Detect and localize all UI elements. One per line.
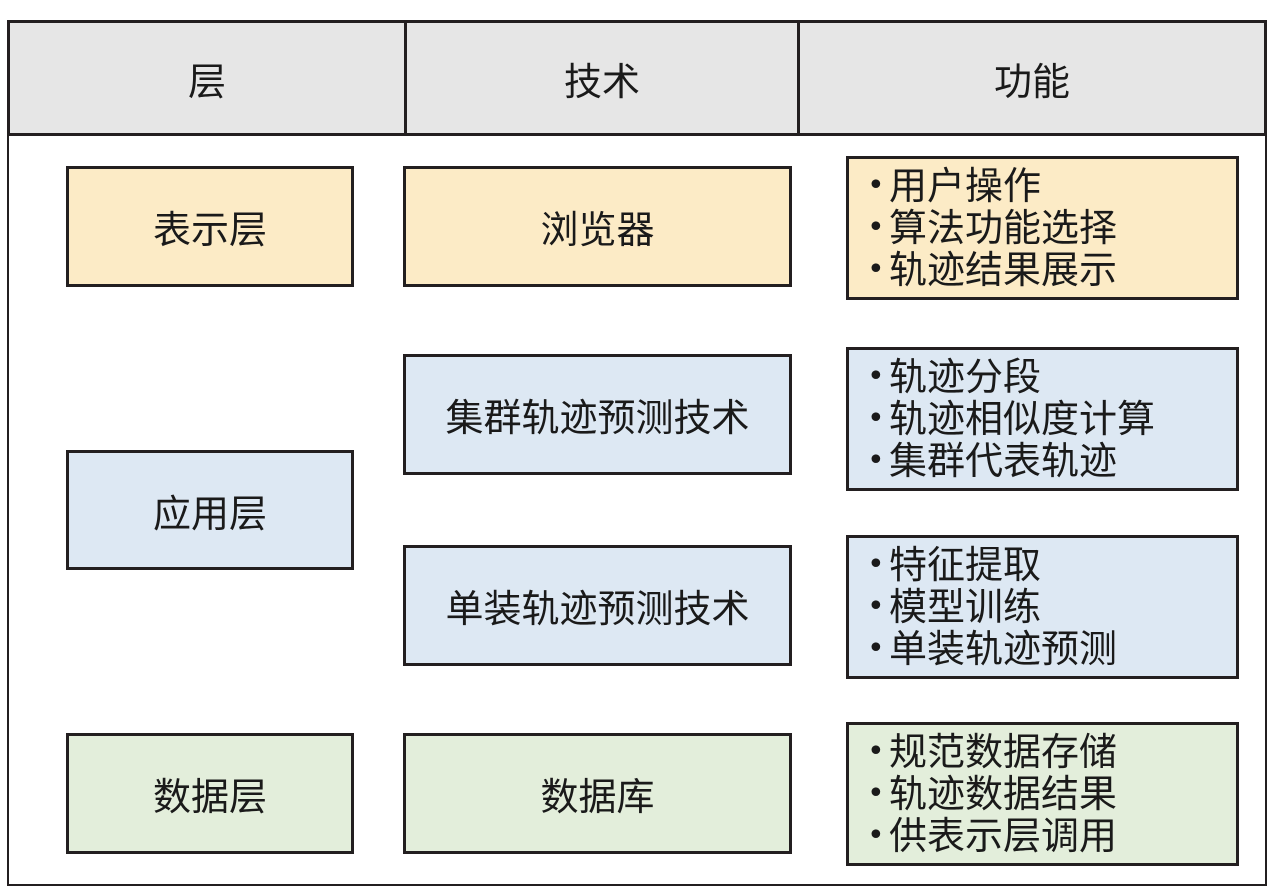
func-item: 用户操作 — [867, 165, 1236, 207]
func-presentation: 用户操作 算法功能选择 轨迹结果展示 — [846, 156, 1239, 300]
func-item: 单装轨迹预测 — [867, 628, 1236, 670]
header-row: 层 技术 功能 — [7, 20, 1267, 136]
func-item: 轨迹数据结果 — [867, 773, 1236, 815]
layer-data: 数据层 — [66, 733, 354, 854]
func-item: 集群代表轨迹 — [867, 440, 1236, 482]
func-data: 规范数据存储 轨迹数据结果 供表示层调用 — [846, 722, 1239, 866]
func-item: 轨迹相似度计算 — [867, 398, 1236, 440]
func-item: 供表示层调用 — [867, 815, 1236, 857]
header-function: 功能 — [797, 23, 1264, 133]
header-layer: 层 — [187, 59, 226, 104]
func-item: 模型训练 — [867, 586, 1236, 628]
layer-application: 应用层 — [66, 450, 354, 570]
func-cluster: 轨迹分段 轨迹相似度计算 集群代表轨迹 — [846, 347, 1239, 491]
tech-cluster-trajectory: 集群轨迹预测技术 — [403, 354, 792, 475]
header-technology: 技术 — [404, 23, 797, 133]
tech-single-trajectory: 单装轨迹预测技术 — [403, 545, 792, 666]
func-item: 算法功能选择 — [867, 207, 1236, 249]
func-item: 特征提取 — [867, 544, 1236, 586]
func-single: 特征提取 模型训练 单装轨迹预测 — [846, 535, 1239, 679]
tech-browser: 浏览器 — [403, 166, 792, 287]
func-item: 轨迹分段 — [867, 356, 1236, 398]
tech-database: 数据库 — [403, 733, 792, 854]
layer-presentation: 表示层 — [66, 166, 354, 287]
func-item: 轨迹结果展示 — [867, 249, 1236, 291]
func-item: 规范数据存储 — [867, 731, 1236, 773]
